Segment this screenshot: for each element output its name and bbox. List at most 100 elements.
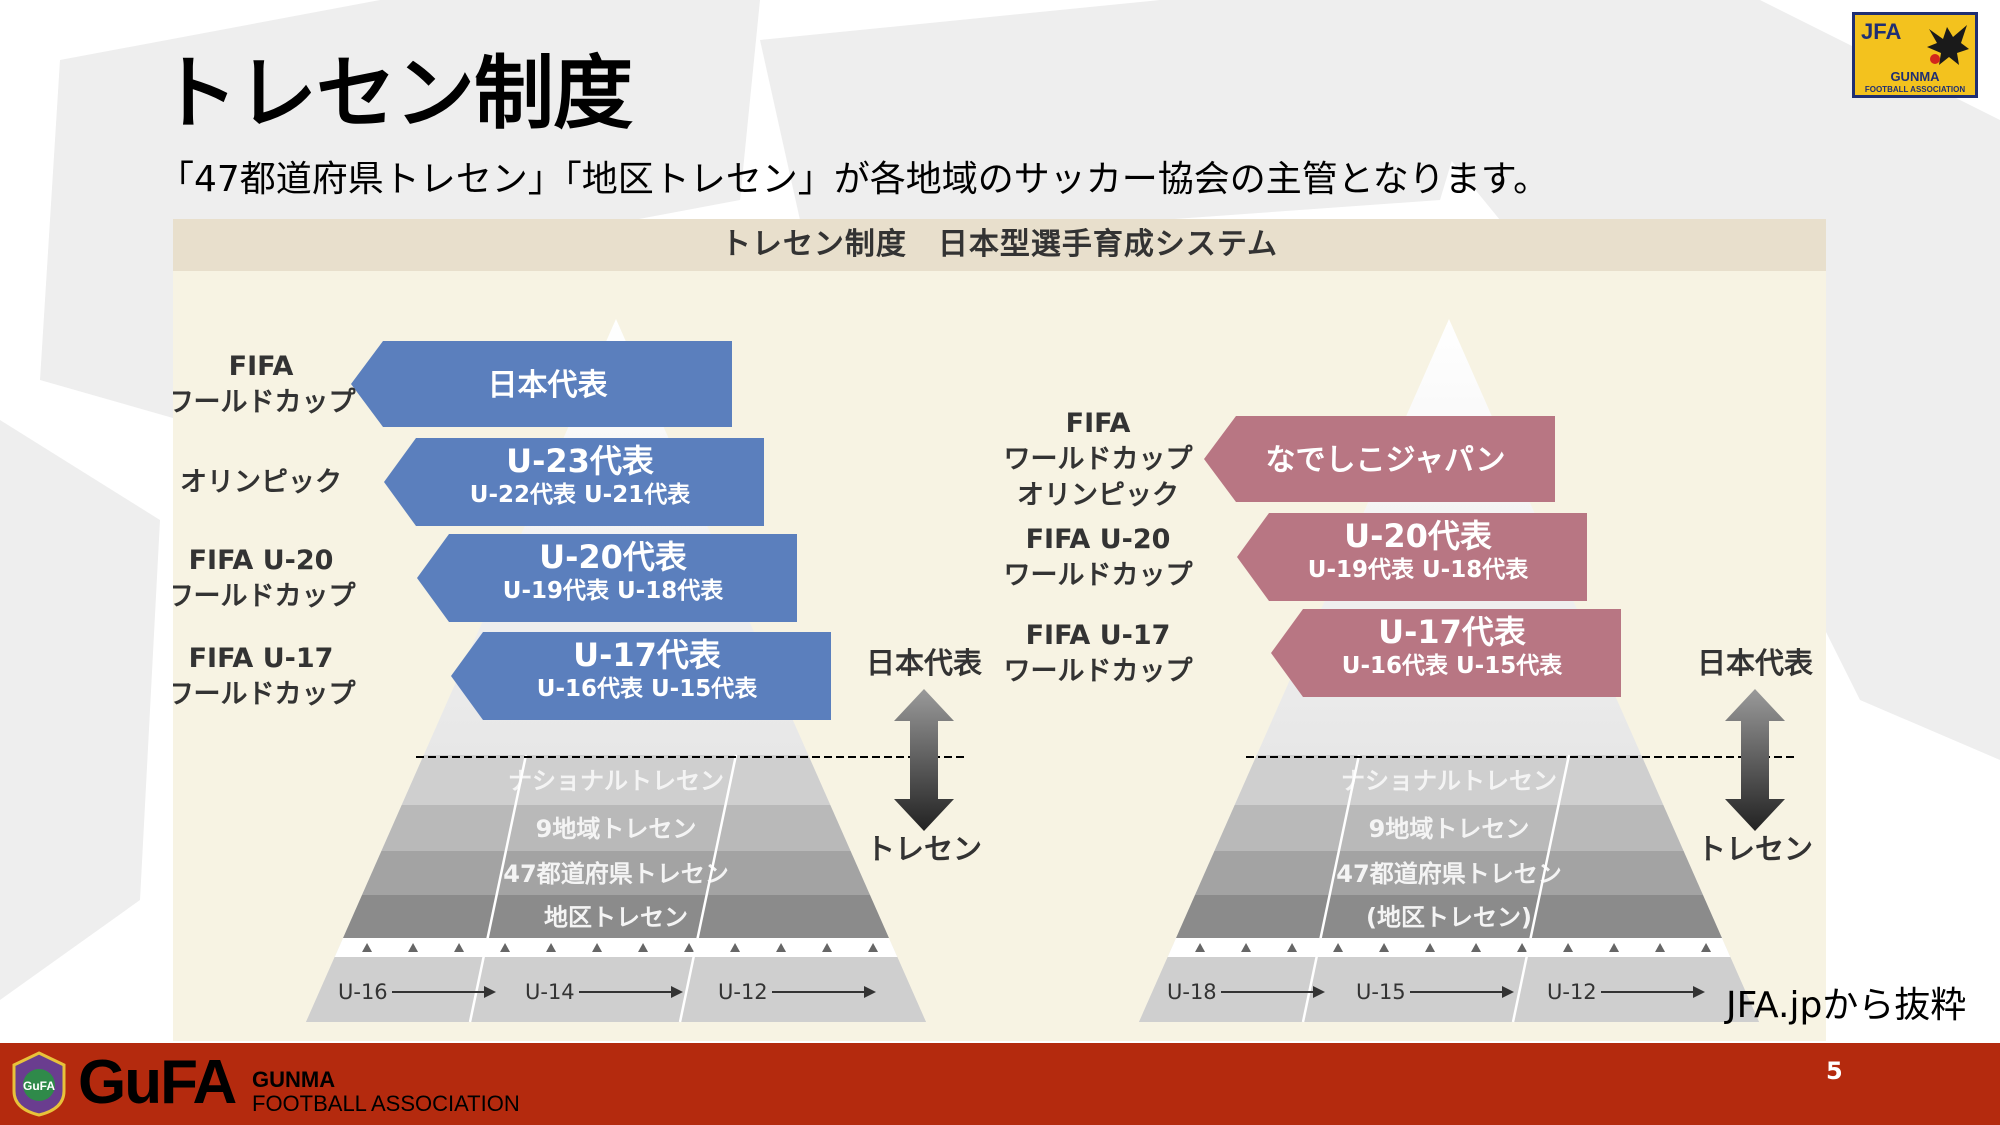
men-dot-mark xyxy=(408,943,419,952)
men-dot-mark xyxy=(730,943,741,952)
men-tier-label: 47都道府県トレセン xyxy=(503,860,728,888)
women-event-label: FIFA xyxy=(1066,408,1131,439)
men-team-sublabel: U-16代表 U-15代表 xyxy=(537,676,758,702)
women-tier-label: ナショナルトレセン xyxy=(1341,767,1557,795)
women-event-label: ワールドカップ xyxy=(1004,656,1194,687)
women-team-sublabel: U-19代表 U-18代表 xyxy=(1308,557,1529,583)
men-team-banner xyxy=(417,534,797,622)
source-note: JFA.jpから抜粋 xyxy=(1726,985,1967,1026)
yatagarasu-icon xyxy=(1927,25,1969,65)
men-dot-mark xyxy=(638,943,649,952)
women-dot-mark xyxy=(1655,943,1666,952)
women-age-label: U-12 xyxy=(1547,980,1597,1004)
women-tier-label: (地区トレセン) xyxy=(1366,904,1532,932)
men-age-label: U-16 xyxy=(338,980,388,1004)
diagram-panel: トレセン制度 日本型選手育成システム ナショナルトレセン 9地域トレセン 47都道府… xyxy=(173,219,1826,1041)
women-dot-mark xyxy=(1195,943,1206,952)
women-age-label: U-15 xyxy=(1356,980,1406,1004)
women-age-label: U-18 xyxy=(1167,980,1217,1004)
women-vertical-arrow xyxy=(1725,689,1785,831)
men-tier-label: ナショナルトレセン xyxy=(508,767,724,795)
women-age-arrow-head xyxy=(1693,986,1705,998)
men-age-divider xyxy=(468,754,528,1023)
women-tier-label: 9地域トレセン xyxy=(1369,815,1530,843)
women-team-banner xyxy=(1271,609,1621,697)
men-vertical-arrow xyxy=(894,689,954,831)
men-event-label: FIFA U-20 xyxy=(189,545,334,576)
men-team-sublabel: U-19代表 U-18代表 xyxy=(503,578,724,604)
men-dot-mark xyxy=(776,943,787,952)
women-dot-mark xyxy=(1517,943,1528,952)
diagram-header: トレセン制度 日本型選手育成システム xyxy=(173,219,1826,271)
women-dot-mark xyxy=(1471,943,1482,952)
men-tier-band xyxy=(343,895,889,938)
women-dot-mark xyxy=(1701,943,1712,952)
women-age-arrow-head xyxy=(1502,986,1514,998)
men-dot-mark xyxy=(822,943,833,952)
men-tier-band xyxy=(381,805,851,851)
men-dot-mark xyxy=(454,943,465,952)
men-tier-label: 9地域トレセン xyxy=(536,815,697,843)
women-event-label: FIFA U-17 xyxy=(1026,620,1171,651)
footer-bar: GuFA GuFA GUNMA FOOTBALL ASSOCIATION 5 xyxy=(0,1043,2000,1125)
men-age-band xyxy=(306,957,926,1022)
women-team-banner xyxy=(1204,416,1555,502)
footer-brand: GuFA xyxy=(78,1048,237,1117)
men-event-label: FIFA xyxy=(229,351,294,382)
men-event-label: ワールドカップ xyxy=(173,679,356,710)
men-tier-band xyxy=(362,851,870,895)
men-team-banner xyxy=(384,438,764,526)
women-dots-strip xyxy=(1167,938,1731,957)
men-event-label: ワールドカップ xyxy=(173,581,356,612)
women-team-label: U-20代表 xyxy=(1344,517,1492,555)
men-dots-strip xyxy=(334,938,898,957)
men-age-arrow-head xyxy=(864,986,876,998)
women-arrow-bottom-label: トレセン xyxy=(1697,832,1813,866)
men-dot-mark xyxy=(500,943,511,952)
women-team-label: U-17代表 xyxy=(1378,613,1526,651)
women-arrow-top-label: 日本代表 xyxy=(1697,646,1813,680)
women-dot-mark xyxy=(1609,943,1620,952)
men-age-divider xyxy=(678,754,738,1023)
jfa-logo-text: JFA xyxy=(1861,19,1902,44)
men-dot-mark xyxy=(362,943,373,952)
men-event-label: ワールドカップ xyxy=(173,387,356,418)
women-age-band xyxy=(1139,957,1759,1022)
men-event-label: オリンピック xyxy=(180,467,342,498)
women-dot-mark xyxy=(1333,943,1344,952)
women-event-label: ワールドカップ xyxy=(1004,444,1194,475)
men-dot-mark xyxy=(592,943,603,952)
women-event-label: オリンピック xyxy=(1017,480,1179,511)
men-tier-label: 地区トレセン xyxy=(544,904,688,932)
men-arrow-bottom-label: トレセン xyxy=(866,832,982,866)
women-tier-band xyxy=(1176,895,1722,938)
women-tier-band xyxy=(1214,805,1684,851)
page-number: 5 xyxy=(1826,1057,1843,1085)
slide-title: トレセン制度 xyxy=(158,47,633,140)
men-team-label: U-17代表 xyxy=(573,636,721,674)
men-team-sublabel: U-22代表 U-21代表 xyxy=(470,482,691,508)
svg-text:GuFA: GuFA xyxy=(23,1079,55,1093)
women-tier-label: 47都道府県トレセン xyxy=(1336,860,1561,888)
men-age-label: U-14 xyxy=(525,980,575,1004)
women-age-divider xyxy=(1511,754,1571,1023)
women-age-arrow-head xyxy=(1313,986,1325,998)
men-dot-mark xyxy=(684,943,695,952)
women-dot-mark xyxy=(1379,943,1390,952)
women-team-sublabel: U-16代表 U-15代表 xyxy=(1342,653,1563,679)
women-tier-band xyxy=(1195,851,1703,895)
men-age-arrow-head xyxy=(671,986,683,998)
footer-line1: GUNMA xyxy=(252,1067,336,1092)
men-team-label: U-23代表 xyxy=(506,442,654,480)
women-dot-mark xyxy=(1563,943,1574,952)
gufa-emblem-icon: GuFA xyxy=(12,1051,66,1117)
men-team-banner xyxy=(451,632,831,720)
women-event-label: ワールドカップ xyxy=(1004,560,1194,591)
women-dot-mark xyxy=(1425,943,1436,952)
men-dot-mark xyxy=(546,943,557,952)
women-dot-mark xyxy=(1241,943,1252,952)
jfa-logo-line2: FOOTBALL ASSOCIATION xyxy=(1864,85,1966,94)
women-event-label: FIFA U-20 xyxy=(1026,524,1171,555)
men-team-label: U-20代表 xyxy=(539,538,687,576)
